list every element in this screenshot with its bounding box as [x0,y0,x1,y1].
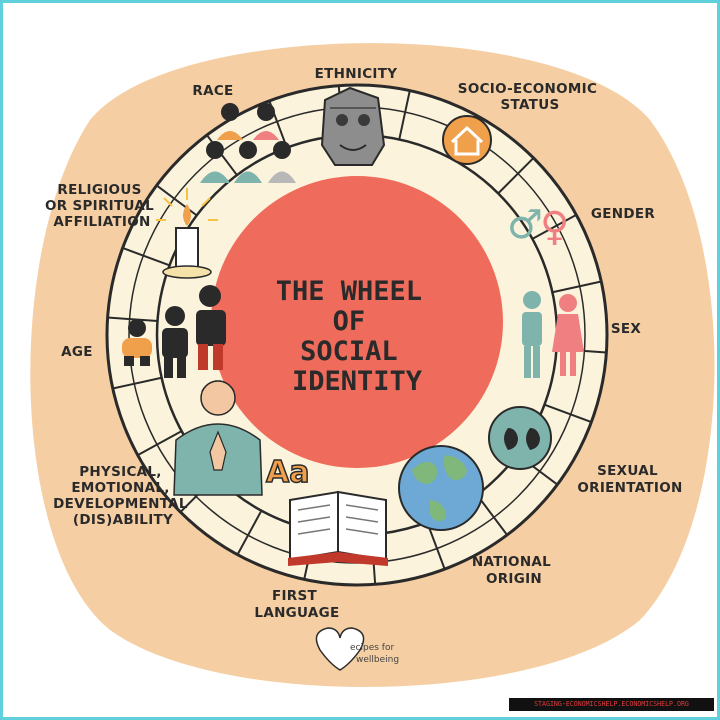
segment-divider [426,521,446,570]
segment-divider [476,494,508,536]
segment-divider [398,90,411,140]
title-line-2: OF [333,306,366,337]
label-national-origin: NATIONAL ORIGIN [472,554,556,587]
label-age: AGE [61,344,93,360]
globe-icon [398,445,484,531]
orientation-icon [488,406,552,470]
segment-divider [531,214,577,240]
house-icon [442,115,492,165]
open-book-icon [288,490,388,566]
title-line-4: IDENTITY [292,366,423,397]
title-line-1: THE WHEEL [276,276,422,307]
label-gender: GENDER [591,206,656,222]
center-circle [211,176,503,468]
segment-divider [552,280,602,294]
segment-divider [107,316,158,323]
segment-divider [544,403,592,423]
segment-divider [137,430,183,456]
title-line-3: SOCIAL [300,336,398,367]
label-sexual-orientation: SEXUAL ORIENTATION [577,463,682,496]
race-people-icon [200,103,296,183]
watermark-banner: STAGING-ECONOMICSHELP.ECONOMICSHELP.ORG [509,698,714,711]
praying-person-icon [173,380,263,496]
candle-icon [156,188,218,279]
segment-divider [122,247,170,267]
brand-line-1: ecipes for [350,643,394,653]
language-glyph-icon: Aa [266,455,309,490]
male-symbol: ♂ [507,202,543,248]
label-socioeconomic-status: SOCIO-ECONOMIC STATUS [458,81,602,113]
gender-symbols-icon: ♂ ♀ [507,202,569,250]
segment-divider [112,376,162,390]
female-symbol: ♀ [540,204,569,250]
label-first-language: FIRST LANGUAGE [254,588,339,621]
label-ethnicity: ETHNICITY [315,66,398,82]
segment-divider [236,510,263,556]
label-religious-affiliation: RELIGIOUS OR SPIRITUAL AFFILIATION [45,182,159,230]
brand-logo: ecipes for wellbeing [315,627,399,671]
sex-figures-icon [522,291,584,378]
heart-logo-icon [315,627,365,671]
segment-divider [497,157,535,195]
label-sex: SEX [611,321,642,337]
ethnicity-mask-icon [320,86,386,166]
brand-line-2: wellbeing [356,655,399,665]
label-race: RACE [192,83,233,99]
age-figures-icon [122,285,226,378]
label-disability: PHYSICAL, EMOTIONAL, DEVELOPMENTAL (DIS)… [53,464,193,528]
wheel-title: THE WHEEL OF SOCIAL IDENTITY [276,276,439,397]
